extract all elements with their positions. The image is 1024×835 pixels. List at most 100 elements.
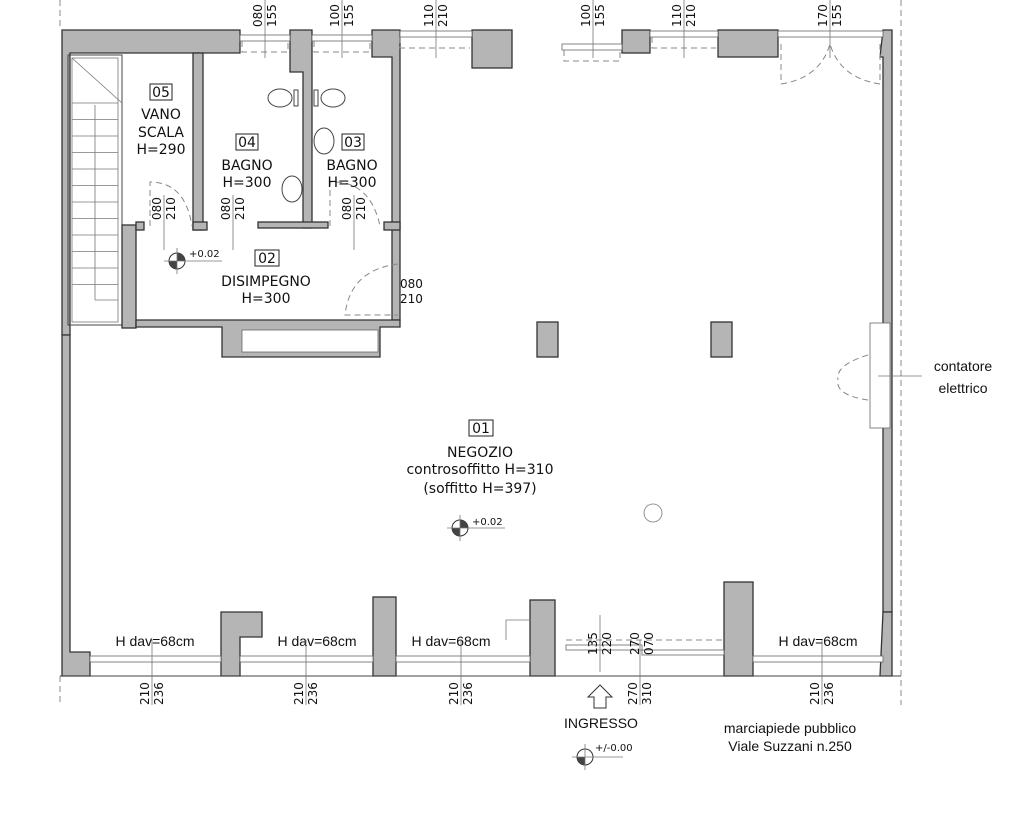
room-height: H=300 (328, 175, 377, 191)
dimension-value: 210 (354, 197, 368, 220)
room-02: 02 DISIMPEGNO H=300 (221, 249, 311, 307)
room-note: (soffitto H=397) (423, 481, 536, 497)
room-name: BAGNO (221, 158, 272, 174)
level-value: +/-0.00 (595, 743, 633, 754)
meter-label: elettrico (938, 380, 987, 396)
dimension-value: 100 (328, 4, 342, 27)
room-number: 01 (472, 421, 490, 437)
room-name: VANO (141, 107, 181, 123)
dimension-value: 080 (251, 4, 265, 27)
level-marker: +0.02 (447, 515, 505, 541)
level-marker: +/-0.00 (572, 743, 633, 770)
dimension-value: 270 (628, 632, 642, 655)
column-circle (643, 503, 663, 523)
dimension-value: 210 (436, 4, 450, 27)
pillar (710, 321, 733, 358)
dimension-value: 155 (265, 4, 279, 27)
dimension-value: 080 (219, 197, 233, 220)
room-height: H=290 (137, 142, 186, 158)
room-name: NEGOZIO (447, 445, 513, 461)
dimension-value: 080 (150, 197, 164, 220)
room-04: 04 BAGNO H=300 (221, 133, 273, 191)
dimension-value: 210 (292, 682, 306, 705)
dimension-value: 210 (447, 682, 461, 705)
room-name: SCALA (138, 125, 184, 141)
room-height: H=300 (223, 175, 272, 191)
dimension-value: 210 (808, 682, 822, 705)
dimension-value: 080 (400, 277, 423, 291)
dimension-value: 110 (422, 4, 436, 27)
top-wall (61, 29, 893, 613)
dimension-value: 135 (586, 632, 600, 655)
staircase (67, 54, 137, 329)
dimension-value: 155 (342, 4, 356, 27)
sill-height-label: H dav=68cm (412, 633, 491, 649)
dimension-value: 210 (233, 197, 247, 220)
dimension-value: 270 (626, 682, 640, 705)
dimension-value: 100 (579, 4, 593, 27)
dimension-value: 170 (816, 4, 830, 27)
sink-icon (281, 127, 335, 203)
dimension-value: 155 (593, 4, 607, 27)
room-01: 01 NEGOZIO controsoffitto H=310 (soffitt… (406, 419, 554, 497)
sill-height-label: H dav=68cm (779, 633, 858, 649)
dimension-value: 236 (306, 682, 320, 705)
room-number: 03 (344, 135, 362, 151)
toilet-icon (267, 88, 346, 108)
corridor-wall (135, 181, 401, 316)
sill-height-label: H dav=68cm (116, 633, 195, 649)
pillar (536, 321, 559, 358)
top-windows (239, 30, 884, 85)
dimension-value: 080 (340, 197, 354, 220)
room-number: 04 (238, 135, 256, 151)
street-label: marciapiede pubblico (724, 720, 857, 736)
dimension-value: 310 (640, 682, 654, 705)
dimension-value: 210 (164, 197, 178, 220)
room-name: BAGNO (326, 158, 377, 174)
level-marker: +0.02 (164, 248, 222, 274)
room-number: 05 (152, 85, 170, 101)
level-value: +0.02 (472, 517, 503, 528)
dimension-value: 210 (400, 292, 423, 306)
meter-label: contatore (934, 358, 993, 374)
room-03: 03 BAGNO H=300 (326, 133, 378, 191)
dimension-value: 110 (670, 4, 684, 27)
level-value: +0.02 (189, 249, 220, 260)
electric-meter-cabinet (837, 322, 922, 429)
entrance-label: INGRESSO (564, 715, 638, 731)
street-address: Viale Suzzani n.250 (728, 738, 852, 754)
dimension-value: 236 (822, 682, 836, 705)
window (241, 329, 379, 353)
entrance-arrow-icon (586, 684, 614, 709)
room-05: 05 VANO SCALA H=290 (137, 83, 186, 158)
room-name: DISIMPEGNO (221, 274, 311, 290)
room-height: H=300 (242, 291, 291, 307)
sill-height-label: H dav=68cm (278, 633, 357, 649)
bottom-wall (60, 334, 901, 677)
dimension-value: 210 (138, 682, 152, 705)
room-number: 02 (258, 251, 276, 267)
dimension-value: 070 (642, 632, 656, 655)
dimension-value: 236 (461, 682, 475, 705)
dimension-value: 236 (152, 682, 166, 705)
dimension-value: 210 (684, 4, 698, 27)
dimension-value: 155 (830, 4, 844, 27)
dimension-value: 220 (600, 632, 614, 655)
